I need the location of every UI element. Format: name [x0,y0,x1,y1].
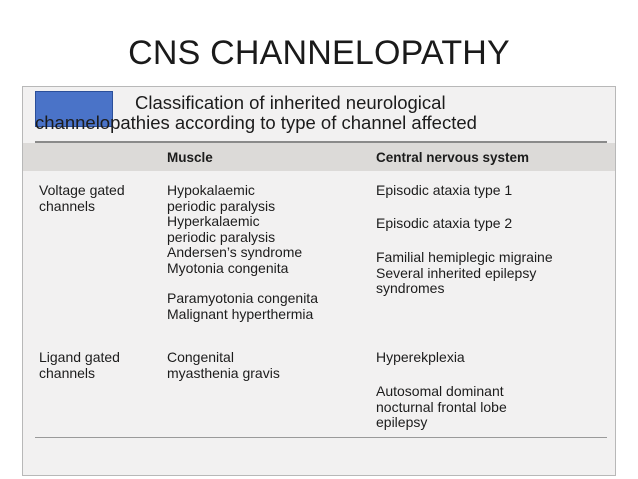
list-item: Hypokalaemic [167,182,255,198]
bottom-rule [35,437,607,438]
classification-table-figure: Classification of inherited neurological… [22,86,616,476]
list-item: Hyperekplexia [376,349,465,365]
list-item: Malignant hyperthermia [167,305,314,322]
list-item: syndromes [376,280,445,296]
caption-line-2: channelopathies according to type of cha… [35,112,477,133]
column-header-cns: Central nervous system [376,150,530,165]
caption-line-1: Classification of inherited neurological [135,92,446,113]
list-item: periodic paralysis [167,228,276,245]
list-item: Episodic ataxia type 1 [376,182,513,198]
table-caption: Classification of inherited neurological… [35,93,610,133]
list-item: myasthenia gravis [167,364,280,381]
list-item: nocturnal frontal lobe [376,398,507,415]
list-item: Hyperkalaemic [167,213,260,229]
list-item: epilepsy [376,414,428,430]
slide-title: CNS CHANNELOPATHY [128,34,510,72]
top-rule [35,141,607,143]
list-item: Congenital [167,349,234,365]
list-item: Autosomal dominant [376,383,504,399]
redaction-box [35,91,113,127]
list-item: Several inherited epilepsy [376,264,537,281]
list-item: Familial hemiplegic migraine [376,249,553,265]
column-header-band [23,143,615,171]
list-item: Episodic ataxia type 2 [376,215,513,231]
list-item: Andersen’s syndrome [167,244,303,260]
list-item: periodic paralysis [167,197,276,214]
column-header-muscle: Muscle [167,150,213,165]
list-item: Paramyotonia congenita [167,290,318,306]
row-label-voltage-gated: Voltage gated channels [39,182,125,214]
row-label-ligand-gated: Ligand gated channels [39,349,120,381]
list-item: Myotonia congenita [167,259,289,276]
